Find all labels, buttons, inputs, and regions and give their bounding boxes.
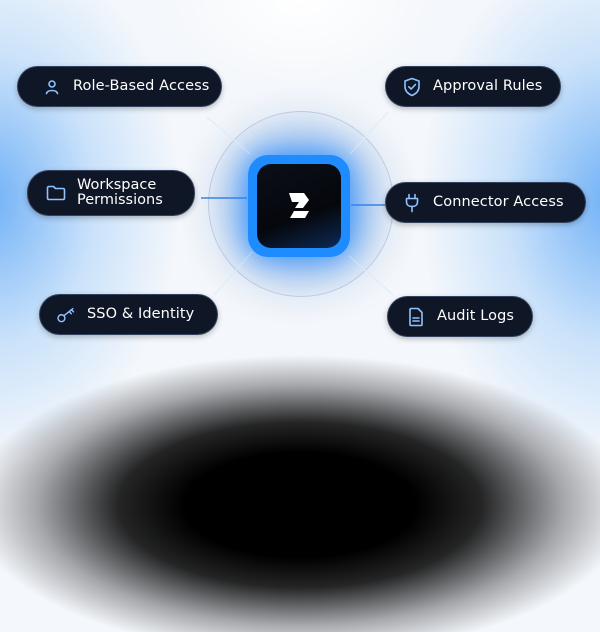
logo-mark-icon <box>289 193 309 218</box>
document-icon <box>406 307 426 327</box>
node-label-line1: Workspace <box>77 177 157 193</box>
node-label-line2: Permissions <box>77 192 163 208</box>
node-label: SSO & Identity <box>87 306 195 322</box>
node-label: Audit Logs <box>437 308 515 324</box>
node-label: Workspace Permissions <box>77 178 163 208</box>
node-audit-logs: Audit Logs <box>387 296 533 337</box>
node-approval-rules: Approval Rules <box>385 66 561 107</box>
node-connector-access: Connector Access <box>385 182 586 223</box>
node-label: Role-Based Access <box>73 78 210 94</box>
user-icon <box>42 77 62 97</box>
hub-tile <box>248 155 350 257</box>
node-role-based-access: Role-Based Access <box>17 66 222 107</box>
line-role-based-access <box>206 116 251 155</box>
line-sso-identity <box>213 251 253 296</box>
key-icon <box>56 305 76 325</box>
node-label: Connector Access <box>433 194 564 210</box>
folder-icon <box>46 183 66 203</box>
shield-check-icon <box>402 77 422 97</box>
line-audit-logs <box>348 255 394 296</box>
node-sso-identity: SSO & Identity <box>39 294 218 335</box>
node-workspace-permissions: Workspace Permissions <box>27 170 195 216</box>
line-approval-rules <box>349 111 389 155</box>
node-label: Approval Rules <box>433 78 543 94</box>
hub-tile-inner <box>257 164 341 248</box>
plug-icon <box>402 193 422 213</box>
